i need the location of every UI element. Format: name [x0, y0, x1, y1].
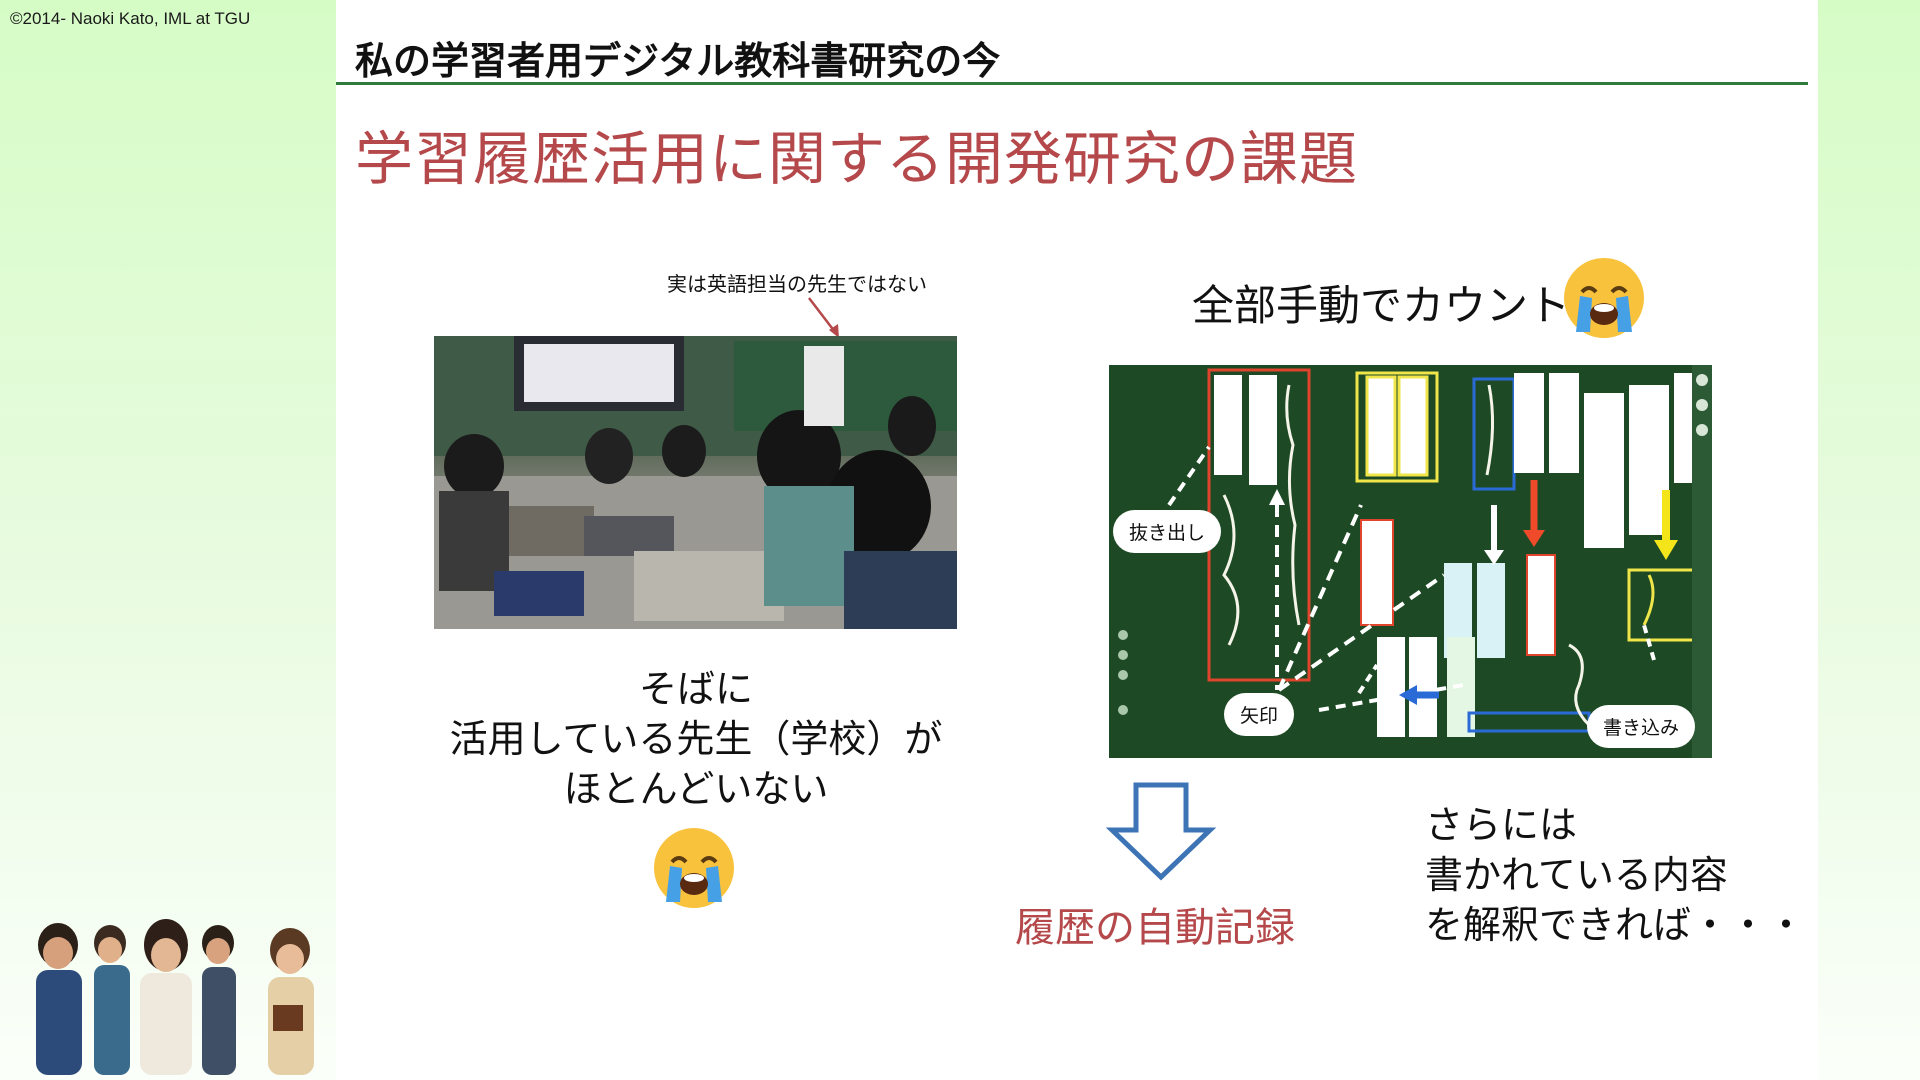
message-line: ほとんどいない [563, 767, 829, 811]
header-divider [336, 82, 1808, 85]
crying-face-icon [654, 828, 734, 908]
students-illustration [36, 919, 314, 1075]
manual-count-label: 全部手動でカウント [1192, 281, 1571, 330]
annotated-textbook-screenshot: 抜き出し 矢印 書き込み [1109, 365, 1712, 758]
classroom-photo [434, 336, 957, 629]
annotation-arrow-icon [808, 297, 839, 338]
note-line: 書かれている内容 [1425, 853, 1728, 897]
down-arrow-icon [1106, 782, 1216, 881]
message-line: 活用している先生（学校）が [449, 717, 943, 761]
crying-face-icon [1564, 258, 1644, 338]
note-line: を解釈できれば・・・ [1425, 903, 1806, 947]
photo-message: そばに 活用している先生（学校）が ほとんどいない [432, 664, 960, 814]
message-line: そばに [638, 667, 753, 711]
note-line: さらには [1425, 803, 1578, 847]
photo-annotation: 実は英語担当の先生ではない [667, 272, 927, 296]
label-arrow: 矢印 [1224, 693, 1295, 736]
label-extract: 抜き出し [1113, 510, 1222, 553]
right-decor-panel [1818, 0, 1920, 1080]
slide-title: 学習履歴活用に関する開発研究の課題 [355, 125, 1359, 193]
copyright-text: ©2014- Naoki Kato, IML at TGU [10, 9, 251, 28]
header-title: 私の学習者用デジタル教科書研究の今 [355, 39, 1001, 83]
auto-record-label: 履歴の自動記録 [1015, 905, 1295, 951]
label-write-in: 書き込み [1587, 705, 1696, 748]
interpretation-note: さらには書かれている内容を解釈できれば・・・ [1425, 800, 1805, 950]
